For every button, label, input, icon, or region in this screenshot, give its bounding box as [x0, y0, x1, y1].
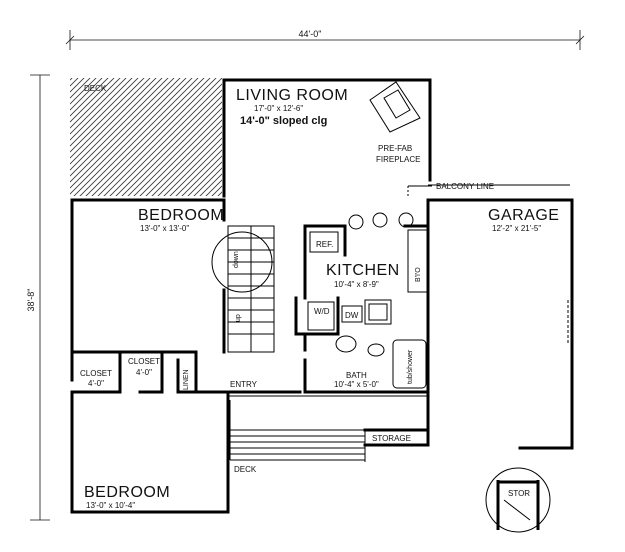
bedroom1-size: 13'-0" x 13'-0" — [140, 224, 189, 233]
stor-detail — [485, 467, 551, 533]
tub-label: tub/shower — [407, 349, 414, 384]
closet1-name: CLOSET — [80, 369, 112, 378]
fireplace-line1: PRE-FAB — [378, 144, 412, 153]
stair-up-label: up — [235, 314, 242, 322]
fireplace-shape — [369, 81, 421, 133]
upper-deck-hatch — [70, 78, 222, 196]
entry-label: ENTRY — [230, 380, 258, 389]
fireplace-line2: FIREPLACE — [376, 155, 420, 164]
garage-size: 12'-2" x 21'-5" — [492, 224, 541, 233]
closet2-size: 4'-0" — [136, 368, 152, 377]
stair-down-label: down — [233, 251, 240, 268]
storage-label: STORAGE — [372, 434, 411, 443]
wd-label: W/D — [314, 307, 330, 316]
overall-width-label: 44'-0" — [299, 29, 322, 39]
bedroom1-name: BEDROOM — [138, 207, 224, 224]
deck-lower-label: DECK — [234, 465, 257, 474]
living-room-name: LIVING ROOM — [236, 87, 348, 104]
bedroom2-size: 13'-0" x 10'-4" — [86, 501, 135, 510]
bedroom2-name: BEDROOM — [84, 484, 170, 501]
garage-name: GARAGE — [488, 207, 559, 224]
kitchen-size: 10'-4" x 8'-9" — [334, 280, 379, 289]
thin-lines — [228, 184, 570, 462]
bath-name: BATH — [346, 371, 367, 380]
stairs — [211, 225, 275, 353]
living-room-size: 17'-0" x 12'-6" — [254, 104, 303, 113]
dimension-lines — [30, 30, 585, 521]
kitchen-fixtures — [307, 212, 429, 389]
ref-label: REF. — [316, 240, 333, 249]
balcony-line-label: BALCONY LINE — [436, 182, 494, 191]
overall-depth-label: 38'-8" — [26, 289, 36, 312]
dw-label: DW — [345, 311, 359, 320]
bath-size: 10'-4" x 5'-0" — [334, 380, 379, 389]
closet1-size: 4'-0" — [88, 379, 104, 388]
closet2-name: CLOSET — [128, 357, 160, 366]
bio-label: B'I'O — [415, 267, 422, 282]
stor-label: STOR — [508, 489, 530, 498]
kitchen-name: KITCHEN — [326, 262, 400, 279]
linen-label: LINEN — [183, 369, 190, 390]
upper-deck-label: DECK — [84, 84, 107, 93]
walls — [70, 78, 574, 514]
living-room-note: 14'-0" sloped clg — [240, 115, 327, 127]
